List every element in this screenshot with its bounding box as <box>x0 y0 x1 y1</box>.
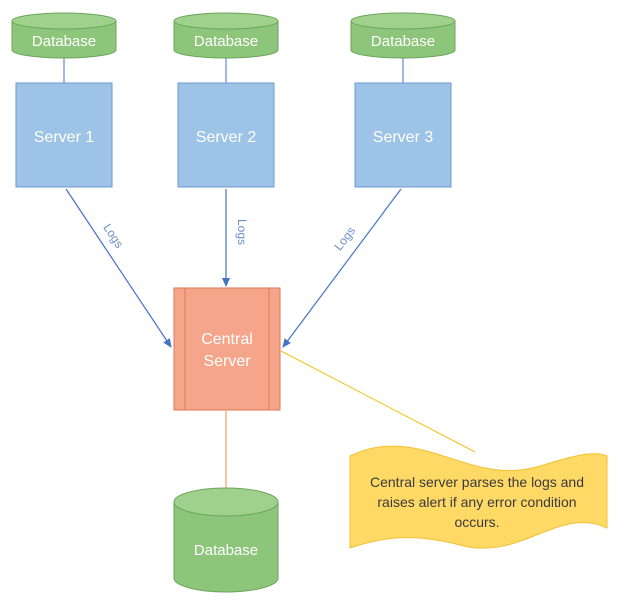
central-server-label-line2: Server <box>203 353 251 370</box>
database-top-1-label: Database <box>32 33 96 50</box>
log-arrow-1[interactable] <box>65 188 172 348</box>
log-arrow-3[interactable] <box>282 188 402 348</box>
log-arrow-2-label: Logs <box>235 219 249 245</box>
database-top-2[interactable]: Database <box>173 12 279 59</box>
server-1-box[interactable]: Server 1 <box>15 82 113 188</box>
central-server-box[interactable]: Central Server <box>173 287 281 411</box>
note-text: Central server parses the logs and raise… <box>370 474 584 530</box>
server-2-label: Server 2 <box>196 129 257 146</box>
server-2-box[interactable]: Server 2 <box>177 82 275 188</box>
server-3-box[interactable]: Server 3 <box>354 82 452 188</box>
database-top-3-label: Database <box>371 33 435 50</box>
database-bottom-label: Database <box>194 542 258 559</box>
note-callout-line <box>280 350 476 453</box>
note-shape[interactable] <box>349 445 608 549</box>
database-top-3[interactable]: Database <box>350 12 456 59</box>
log-arrow-3-label: Logs <box>331 224 358 253</box>
server-1-label: Server 1 <box>34 129 95 146</box>
server-3-label: Server 3 <box>373 129 434 146</box>
database-bottom[interactable]: Database <box>173 487 279 593</box>
database-top-2-label: Database <box>194 33 258 50</box>
central-server-label-line1: Central <box>201 331 253 348</box>
database-top-1[interactable]: Database <box>11 12 117 59</box>
